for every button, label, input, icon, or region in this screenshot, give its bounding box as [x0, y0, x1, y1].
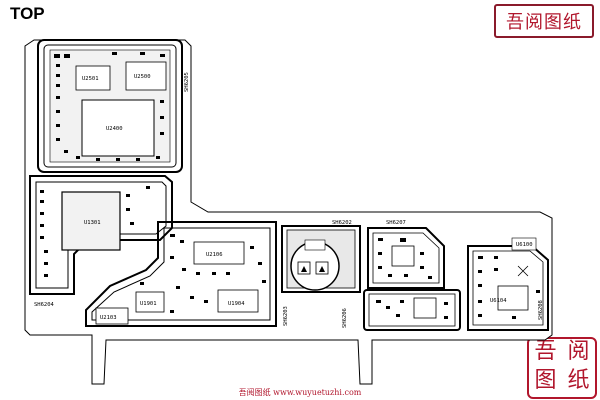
label-sh6208: SH6208: [538, 300, 544, 320]
chip-u2400: [81, 99, 155, 157]
page-title: TOP: [10, 4, 45, 23]
chip-u1901: [135, 291, 165, 313]
watermark-stamp-bottom: 吾 阅 图 纸: [527, 337, 597, 399]
shield-sh6206: [363, 289, 461, 331]
stamp-char: 纸: [567, 368, 590, 393]
label-u2500: U2500: [134, 74, 151, 80]
component-dots-sh6205: [54, 52, 165, 161]
chip-u1301: [61, 191, 121, 251]
shield-sh6207: [367, 227, 445, 289]
stamp-char: 吾: [534, 339, 557, 364]
chip-u2103: [95, 307, 129, 325]
chip-u6100: [511, 237, 537, 251]
chip-u2106: [193, 241, 245, 265]
label-u1904: U1904: [228, 301, 245, 307]
label-u1901: U1901: [140, 301, 157, 307]
label-sh6204: SH6204: [34, 302, 55, 308]
label-sh6206: SH6206: [342, 308, 348, 328]
shield-sh6202: [281, 225, 361, 293]
label-u2501: U2501: [82, 76, 99, 82]
component-dots-sh6206: [376, 300, 448, 319]
label-sh6203: SH6203: [283, 306, 289, 326]
stamp-char: 图: [534, 368, 557, 393]
component-dots-sh6207: [378, 238, 432, 279]
label-sh6202: SH6202: [332, 220, 352, 226]
label-sh6207: SH6207: [386, 220, 406, 226]
watermark-stamp-top: 吾阅图纸: [494, 4, 594, 38]
footer-watermark: 吾阅图纸 www.wuyuetuzhi.com: [238, 388, 362, 397]
component-dots-sh6203: [140, 234, 266, 313]
shield-sh6203: [85, 221, 277, 327]
label-u1301: U1301: [84, 220, 101, 226]
component-dots-sh6208: [478, 256, 540, 319]
chip-u1904: [217, 289, 259, 313]
chip-u2500: [125, 61, 167, 91]
stamp-char: 阅: [567, 339, 590, 364]
label-u2400: U2400: [106, 126, 123, 132]
label-sh6205: SH6205: [184, 72, 190, 92]
label-u6104: U6104: [490, 298, 507, 304]
component-dots-sh6204: [40, 186, 150, 277]
label-u6100: U6100: [516, 242, 533, 248]
chip-u2501: [75, 65, 111, 91]
label-u2106: U2106: [206, 252, 223, 258]
label-u2103: U2103: [100, 315, 117, 321]
